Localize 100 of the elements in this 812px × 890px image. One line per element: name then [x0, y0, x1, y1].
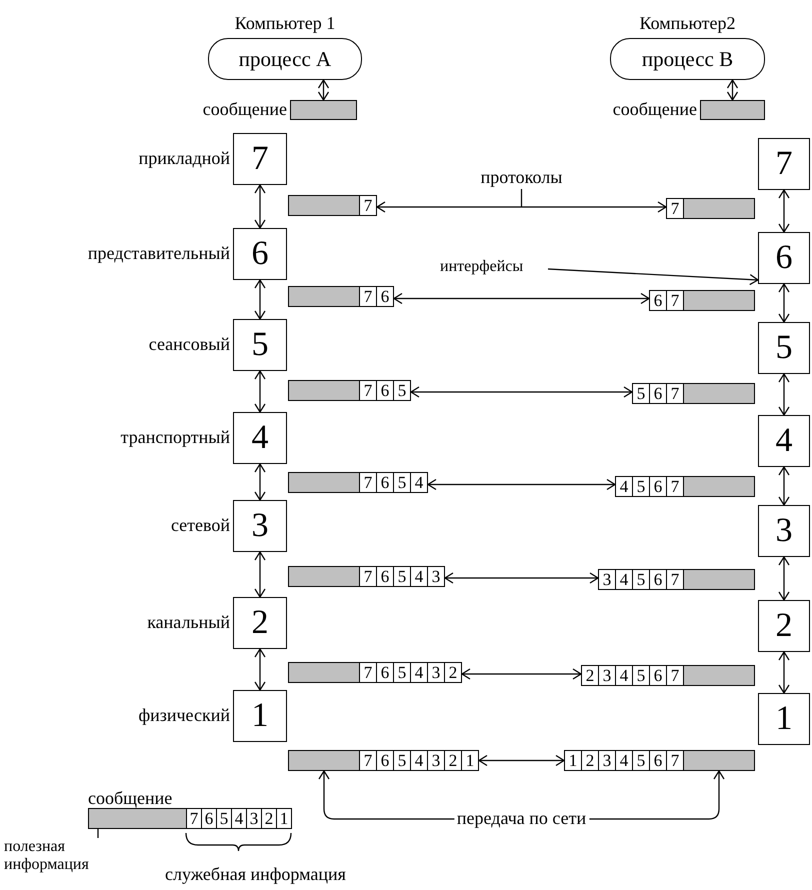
header-cell: 3: [599, 570, 616, 589]
arrow: [778, 283, 790, 323]
header-cell: 5: [633, 384, 650, 403]
header-cell: 6: [650, 751, 667, 770]
header-cell: 6: [650, 477, 667, 496]
header-cell: 7: [359, 473, 376, 492]
header-cell: 4: [410, 663, 427, 682]
caption-text: сетевой: [170, 515, 230, 535]
header-cell: 7: [359, 751, 376, 770]
header-cell: 3: [246, 809, 261, 828]
packet-bar: [666, 198, 755, 219]
arrow: [444, 572, 599, 584]
packet-bar: [288, 286, 394, 307]
caption-text: канальный: [147, 612, 230, 632]
header-cell: 3: [427, 751, 444, 770]
packet-bar: [581, 665, 755, 686]
arrow: [393, 292, 650, 304]
header-cell: 3: [427, 663, 444, 682]
header-cell: 2: [444, 663, 461, 682]
leader-line: [548, 268, 759, 286]
packet-bar: [288, 195, 377, 216]
packet-bar: [649, 290, 755, 311]
arrow: [778, 466, 790, 506]
layer-box: 4: [758, 415, 810, 467]
packet-bar: [288, 750, 479, 771]
header-cell: 2: [261, 809, 276, 828]
header-cell: 5: [633, 477, 650, 496]
header-cell: 5: [393, 381, 410, 400]
header-cell: 6: [376, 287, 393, 306]
packet-bar: [598, 569, 755, 590]
arrow: [778, 651, 790, 694]
layer-box: 1: [758, 693, 810, 745]
header-cell: 6: [376, 381, 393, 400]
process-box: процесс В: [610, 38, 765, 80]
callout-text: полезная информация: [4, 838, 108, 880]
header-cell: 4: [410, 567, 427, 586]
caption-text: физический: [138, 705, 230, 725]
header-cell: 1: [565, 751, 582, 770]
header-cell: 1: [276, 809, 291, 828]
header-cell: 2: [582, 751, 599, 770]
header-cell: 7: [359, 381, 376, 400]
arrow: [427, 478, 616, 490]
header-cell: 3: [599, 666, 616, 685]
header-cell: 5: [633, 570, 650, 589]
message-bar: [700, 100, 765, 120]
layer-box: 3: [233, 500, 287, 552]
arrow: [410, 386, 633, 398]
header-cell: 7: [359, 196, 376, 215]
arrow: [461, 668, 582, 680]
header-cell: 7: [186, 809, 201, 828]
arrow: [478, 754, 565, 766]
arrow: [778, 373, 790, 416]
layer-box: 3: [758, 505, 810, 557]
header-cell: 5: [393, 567, 410, 586]
header-cell: 2: [444, 751, 461, 770]
layer-box: 4: [233, 412, 287, 464]
packet-bar: [88, 808, 292, 829]
computer-title: Компьютер 1: [234, 13, 336, 33]
layer-box: 5: [233, 319, 287, 371]
layer-box: 6: [758, 232, 810, 284]
header-cell: 4: [410, 751, 427, 770]
header-cell: 5: [216, 809, 231, 828]
layer-box: 6: [233, 228, 287, 280]
arrow: [254, 279, 266, 320]
header-cell: 6: [650, 384, 667, 403]
header-cell: 5: [393, 473, 410, 492]
header-cell: 4: [616, 570, 633, 589]
caption-text: представительный: [88, 243, 230, 263]
layer-box: 7: [758, 138, 810, 190]
header-cell: 4: [616, 751, 633, 770]
message-bar: [290, 100, 357, 120]
header-cell: 6: [650, 291, 667, 310]
layer-box: 2: [758, 600, 810, 652]
header-cell: 7: [359, 663, 376, 682]
packet-bar: [632, 383, 755, 404]
caption-text: сеансовый: [148, 334, 230, 354]
arrow: [254, 463, 266, 501]
arrow: [778, 556, 790, 601]
packet-bar: [615, 476, 755, 497]
packet-bar: [288, 662, 462, 683]
header-cell: 6: [650, 570, 667, 589]
header-cell: 4: [410, 473, 427, 492]
arrow: [318, 79, 330, 101]
header-cell: 6: [201, 809, 216, 828]
header-cell: 5: [633, 751, 650, 770]
header-cell: 4: [231, 809, 246, 828]
layer-box: 1: [233, 690, 287, 742]
caption-text: транспортный: [120, 427, 230, 447]
header-cell: 6: [650, 666, 667, 685]
header-cell: 4: [616, 477, 633, 496]
caption-text: сообщение: [88, 788, 172, 808]
layer-box: 7: [233, 133, 287, 185]
header-cell: 2: [582, 666, 599, 685]
header-cell: 7: [359, 287, 376, 306]
layer-box: 2: [233, 597, 287, 649]
caption-text: сообщение: [612, 99, 697, 119]
header-cell: 5: [633, 666, 650, 685]
packet-bar: [288, 472, 428, 493]
packet-bar: [564, 750, 755, 771]
arrow: [254, 551, 266, 598]
